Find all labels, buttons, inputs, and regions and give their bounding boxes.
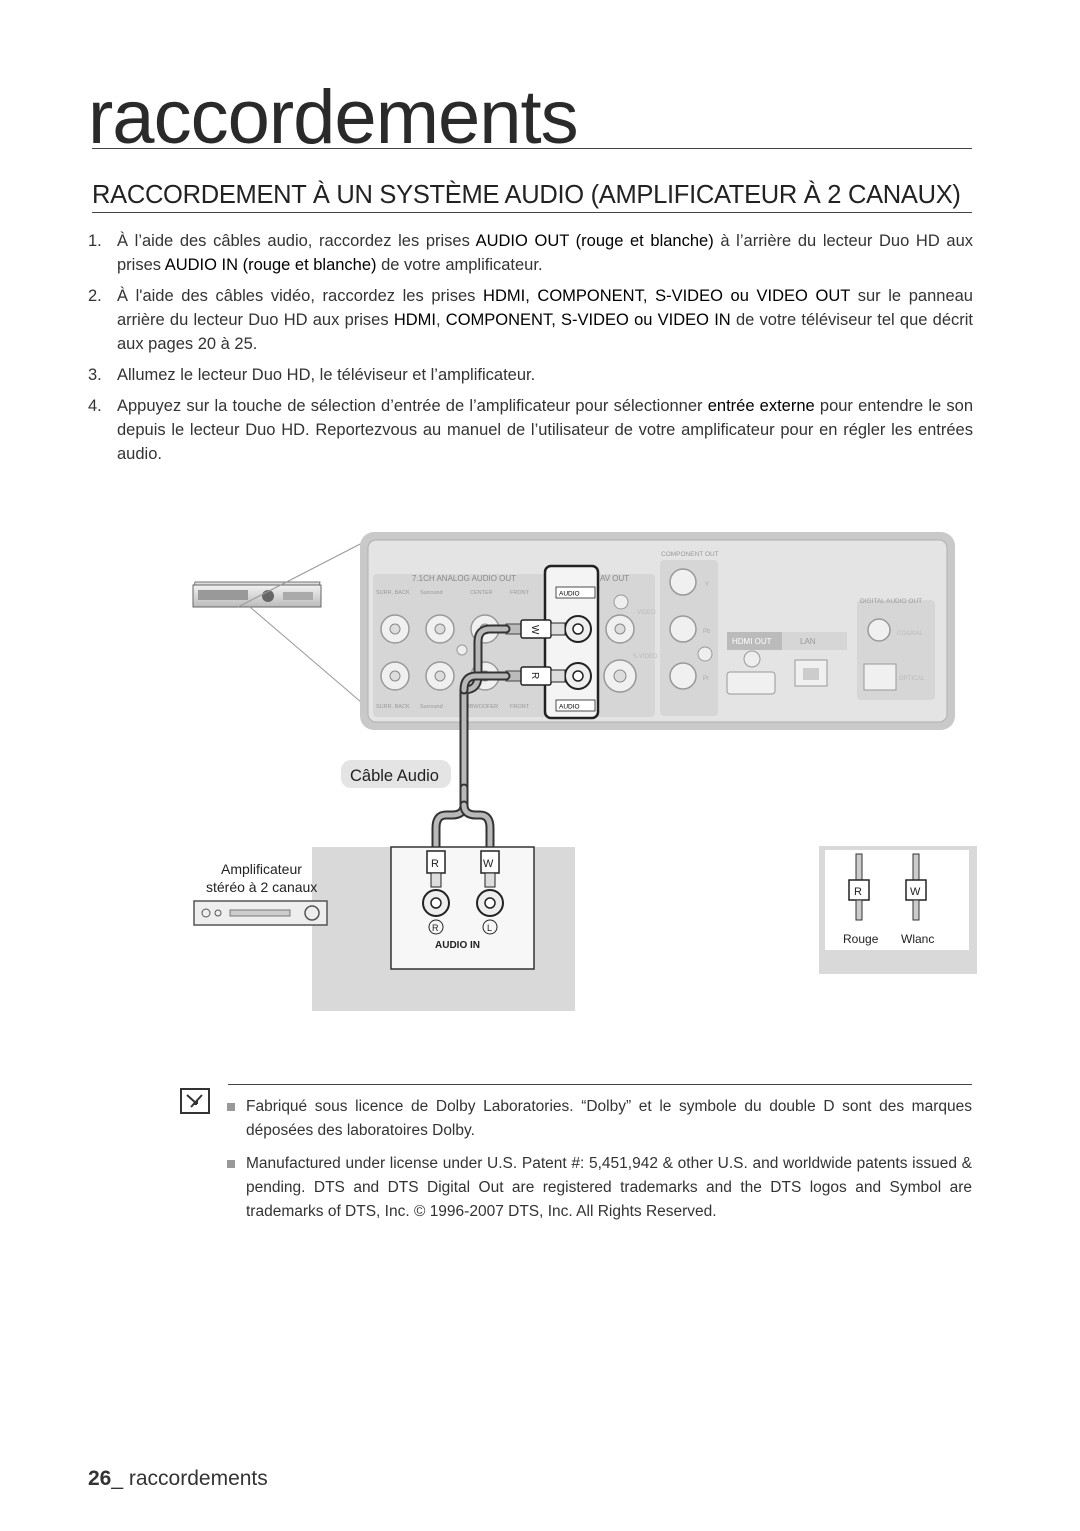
notes-rule	[228, 1084, 972, 1085]
audio-l-label: AUDIO	[559, 591, 580, 598]
section-title: RACCORDEMENT À UN SYSTÈME AUDIO (AMPLIFI…	[92, 181, 961, 209]
step-text: ,	[435, 311, 446, 329]
instruction-step: 3. Allumez le lecteur Duo HD, le télévise…	[88, 363, 973, 387]
plug-w-label: W	[529, 625, 540, 635]
step-emphasis: entrée externe	[707, 397, 815, 415]
video-label: VIDEO	[637, 610, 656, 616]
zoom-guide-top	[237, 540, 367, 608]
surround-l-label: Surround	[420, 590, 443, 596]
step-number: 4.	[88, 397, 102, 415]
lan-label: LAN	[800, 637, 816, 646]
audio-r-label: AUDIO	[559, 704, 580, 711]
svideo-label: S-VIDEO	[633, 654, 658, 660]
amp-jack-r-label: R	[432, 923, 439, 933]
amp-label-line1: Amplificateur	[221, 861, 302, 877]
step-text: à l’arrière du lecteur Duo HD aux prises	[117, 232, 974, 274]
center-label: CENTER	[470, 590, 493, 596]
step-text: sur le panneau arrière du lecteur Duo HD…	[117, 287, 973, 329]
step-text: pour entendre le son depuis le lecteur D…	[117, 397, 974, 463]
rca-plug-white: W	[505, 619, 566, 639]
plug-r-label: R	[529, 672, 540, 679]
note-icon	[180, 1088, 210, 1114]
step-emphasis: AUDIO OUT (rouge et blanche)	[475, 232, 714, 250]
connection-diagram: 7.1CH ANALOG AUDIO OUT AV OUT SURR. BACK…	[192, 532, 977, 1011]
component-pr-label: Pr	[703, 676, 709, 682]
hdmi-out-label: HDMI OUT	[732, 637, 772, 646]
legend-w-label: W	[910, 886, 921, 898]
plug-legend: R W Rouge Wlanc	[819, 846, 977, 974]
surr-back-r-label: SURR. BACK	[376, 704, 410, 710]
notes-list: Fabriqué sous licence de Dolby Laborator…	[226, 1095, 972, 1233]
step-emphasis: HDMI, COMPONENT, S-VIDEO ou VIDEO OUT	[483, 287, 851, 305]
footer-separator: _	[111, 1467, 129, 1490]
component-pb-label: Pb	[703, 629, 711, 635]
chapter-title: raccordements	[88, 75, 579, 160]
instruction-step: 1. À l’aide des câbles audio, raccordez l…	[88, 229, 973, 277]
duo-hd-player-icon	[192, 581, 322, 608]
legend-rouge-label: Rouge	[843, 932, 879, 946]
amp-plug-red: R	[426, 850, 446, 888]
component-out-label: COMPONENT OUT	[661, 551, 719, 558]
step-text: de votre téléviseur tel que décrit aux p…	[117, 311, 974, 353]
digital-audio-out-label: DIGITAL AUDIO OUT	[860, 598, 922, 605]
amplifier-icon	[193, 900, 328, 926]
legend-wlanc-label: Wlanc	[901, 932, 934, 946]
amp-audio-in-panel	[390, 846, 535, 970]
rear-panel: 7.1CH ANALOG AUDIO OUT AV OUT SURR. BACK…	[360, 532, 955, 730]
front-r-label: FRONT	[510, 704, 530, 710]
cable-label-box	[341, 760, 451, 788]
step-number: 1.	[88, 232, 102, 250]
cable-label: Câble Audio	[350, 767, 439, 785]
front-l-label: FRONT	[510, 590, 530, 596]
surr-back-l-label: SURR. BACK	[376, 590, 410, 596]
component-y-label: Y	[705, 582, 709, 588]
amp-plug-white: W	[480, 850, 500, 888]
av-out-label: AV OUT	[600, 574, 629, 583]
surround-r-label: Surround	[420, 704, 443, 710]
audio-cable	[431, 624, 511, 855]
page-footer: 26_ raccordements	[88, 1467, 268, 1491]
step-emphasis: COMPONENT, S-VIDEO ou VIDEO IN	[445, 311, 731, 329]
step-text: À l’aide des câbles audio, raccordez les…	[117, 232, 476, 250]
page-number: 26	[88, 1467, 112, 1490]
step-text: Appuyez sur la touche de sélection d’ent…	[117, 397, 708, 415]
note-item: Fabriqué sous licence de Dolby Laborator…	[226, 1095, 972, 1143]
amp-jack-l-label: L	[487, 923, 492, 933]
section-rule	[92, 212, 972, 213]
coaxial-label: COAXIAL	[897, 631, 924, 637]
footer-label: raccordements	[128, 1467, 268, 1490]
chapter-rule	[92, 148, 972, 149]
step-text: Allumez le lecteur Duo HD, le téléviseur…	[117, 366, 536, 384]
zoom-guide-bottom	[249, 606, 369, 709]
step-number: 2.	[88, 287, 102, 305]
amp-label-line2: stéréo à 2 canaux	[206, 879, 317, 895]
subwoofer-label: SUBWOOFER	[462, 704, 498, 710]
step-text: de votre amplificateur.	[376, 256, 543, 274]
instruction-step: 4. Appuyez sur la touche de sélection d’e…	[88, 394, 973, 466]
legend-r-label: R	[854, 886, 862, 898]
instruction-steps: 1. À l’aide des câbles audio, raccordez l…	[88, 229, 973, 473]
instruction-step: 2. À l'aide des câbles vidéo, raccordez l…	[88, 284, 973, 356]
step-emphasis: HDMI	[393, 311, 436, 329]
note-item: Manufactured under license under U.S. Pa…	[226, 1152, 972, 1224]
amp-audio-in-label: AUDIO IN	[435, 940, 480, 951]
step-number: 3.	[88, 366, 102, 384]
step-text: À l'aide des câbles vidéo, raccordez les…	[117, 287, 484, 305]
optical-label: OPTICAL	[899, 676, 925, 682]
amp-plug-r-label: R	[431, 858, 439, 870]
analog-out-label: 7.1CH ANALOG AUDIO OUT	[412, 574, 516, 583]
step-emphasis: AUDIO IN (rouge et blanche)	[164, 256, 377, 274]
amp-plug-w-label: W	[483, 858, 494, 870]
